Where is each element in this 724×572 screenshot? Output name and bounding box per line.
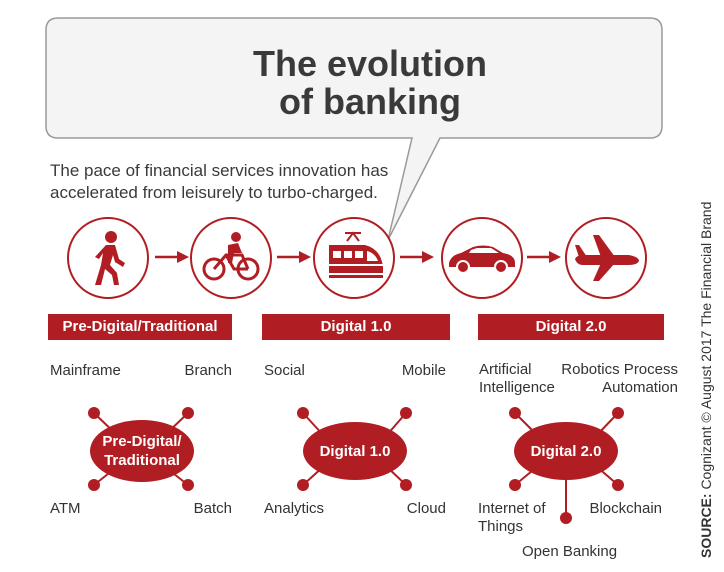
- stage-bar-digital-1: Digital 1.0: [262, 314, 450, 340]
- ellipse-digital-2: Digital 2.0: [514, 422, 618, 480]
- ellipse-pre-digital: Pre-Digital/ Traditional: [90, 420, 194, 482]
- label-ai-line-1: Artificial: [479, 361, 532, 378]
- source-label: SOURCE:: [698, 493, 714, 558]
- label-cloud: Cloud: [406, 500, 446, 517]
- label-analytics: Analytics: [264, 500, 325, 517]
- subtitle: The pace of financial services innovatio…: [50, 160, 388, 204]
- title-line-1: The evolution: [253, 43, 487, 84]
- source-credit: SOURCE: Cognizant © August 2017 The Fina…: [698, 188, 714, 558]
- label-rpa-line-1: Robotics Process: [561, 361, 678, 378]
- train-icon: [313, 217, 395, 299]
- label-batch: Batch: [193, 500, 232, 517]
- car-icon: [441, 217, 523, 299]
- label-iot-line-2: Things: [478, 518, 524, 535]
- stage-bar-pre-digital: Pre-Digital/Traditional: [48, 314, 232, 340]
- arrow-right-icon: [527, 250, 561, 264]
- label-social: Social: [264, 362, 305, 379]
- subtitle-line-1: The pace of financial services innovatio…: [50, 161, 389, 180]
- ellipse-pre-digital-line-1: Pre-Digital/: [102, 433, 182, 450]
- arrow-right-icon: [277, 250, 311, 264]
- label-artificial-intelligence: Artificial Intelligence: [479, 361, 555, 397]
- ellipse-digital-1: Digital 1.0: [303, 422, 407, 480]
- stage-bar-digital-2: Digital 2.0: [478, 314, 664, 340]
- label-atm: ATM: [50, 500, 81, 517]
- label-ai-line-2: Intelligence: [479, 379, 555, 396]
- label-mainframe: Mainframe: [50, 362, 121, 379]
- bicycle-icon: [190, 217, 272, 299]
- label-blockchain: Blockchain: [589, 500, 662, 517]
- walking-person-icon: [67, 217, 149, 299]
- label-open-banking: Open Banking: [522, 543, 618, 560]
- ellipse-pre-digital-line-2: Traditional: [104, 452, 180, 469]
- arrow-right-icon: [400, 250, 434, 264]
- label-robotics-process-automation: Robotics Process Automation: [540, 361, 678, 397]
- airplane-icon: [565, 217, 647, 299]
- subtitle-line-2: accelerated from leisurely to turbo-char…: [50, 183, 378, 202]
- label-branch: Branch: [184, 362, 232, 379]
- label-internet-of-things: Internet of Things: [478, 500, 546, 536]
- source-text: Cognizant © August 2017 The Financial Br…: [698, 201, 714, 494]
- arrow-right-icon: [155, 250, 189, 264]
- title-line-2: of banking: [279, 81, 461, 122]
- label-mobile: Mobile: [401, 362, 446, 379]
- label-rpa-line-2: Automation: [602, 379, 678, 396]
- label-iot-line-1: Internet of: [478, 500, 546, 517]
